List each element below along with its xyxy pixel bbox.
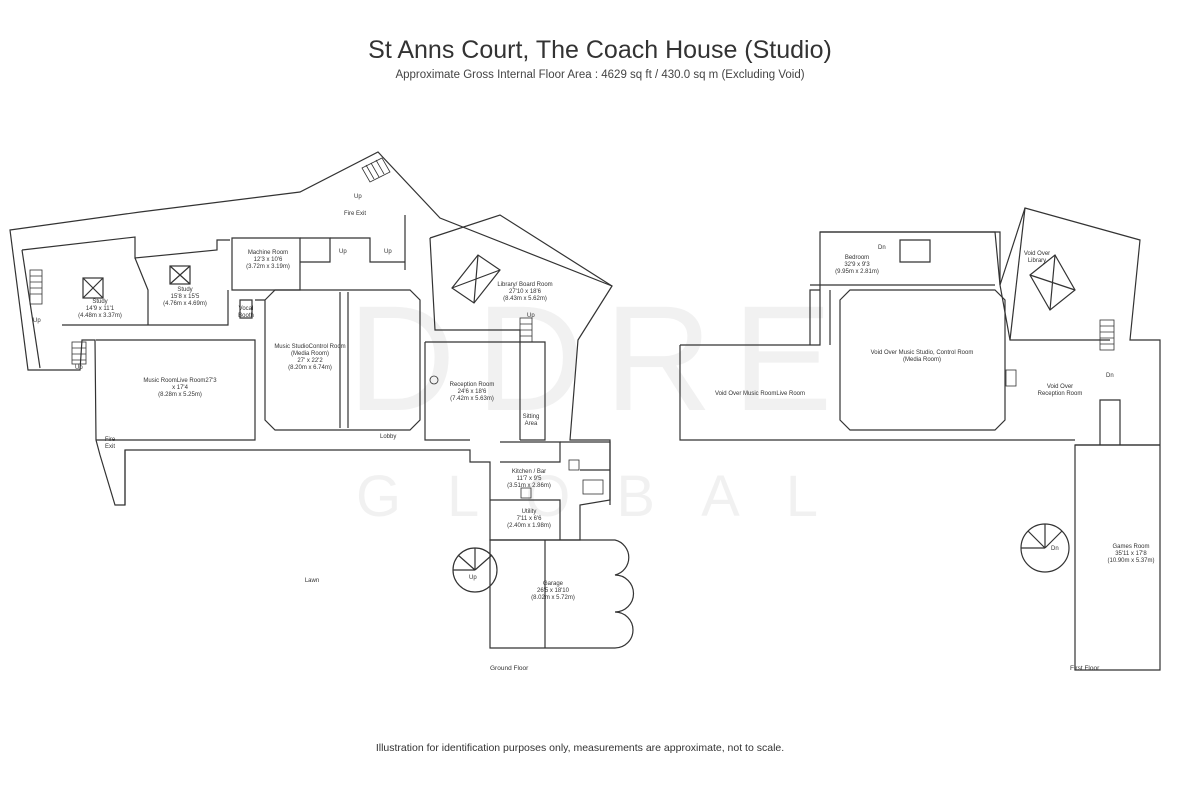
first-floor-plan <box>679 207 1161 671</box>
room-control: Music StudioControl Room(Media Room)27' … <box>274 344 345 371</box>
room-label-line: Sitting <box>523 414 540 420</box>
lobby-label: Lobby <box>380 434 396 440</box>
dn-label: Dn <box>1106 373 1114 379</box>
room-label-line: Fire <box>105 437 116 443</box>
room-label-line: (4.48m x 3.37m) <box>78 313 122 319</box>
room-label-line: 12'3 x 10'6 <box>254 257 283 263</box>
room-label-line: (3.72m x 3.19m) <box>246 264 290 270</box>
room-label-line: Study <box>92 299 107 305</box>
room-label-line: Lawn <box>305 578 319 584</box>
room-label-line: (Media Room) <box>903 357 941 363</box>
up-label: Up <box>75 365 83 371</box>
first-floor-label: First Floor <box>1070 665 1100 672</box>
room-label-line: Music RoomLive Room27'3 <box>143 378 217 384</box>
room-void-studio: Void Over Music Studio, Control Room(Med… <box>871 350 974 363</box>
fire-exit-top-label: Fire Exit <box>344 211 366 217</box>
room-lawn: Lawn <box>305 578 319 584</box>
room-label-line: Machine Room <box>248 250 288 256</box>
garage-outline <box>489 539 635 649</box>
room-label-line: Garage <box>543 581 564 587</box>
room-label-line: x 17'4 <box>172 385 188 391</box>
room-label-line: Reception Room <box>450 382 495 388</box>
room-label-line: Reception Room <box>1038 391 1083 397</box>
room-label-line: 11'7 x 9'5 <box>517 476 543 482</box>
room-label-line: 15'8 x 15'5 <box>171 294 200 300</box>
room-label-line: Library <box>1028 258 1046 264</box>
room-label-line: (8.02m x 5.72m) <box>531 595 575 601</box>
room-label-line: 27' x 22'2 <box>297 358 323 364</box>
room-label-line: (4.76m x 4.69m) <box>163 301 207 307</box>
up-label: Up <box>527 313 535 319</box>
up-label: Up <box>354 194 362 200</box>
room-label-line: Music StudioControl Room <box>274 344 345 350</box>
room-label-line: 32'9 x 9'3 <box>844 262 870 268</box>
room-label-line: (10.90m x 5.37m) <box>1107 558 1154 564</box>
ground-floor-plan <box>9 151 635 649</box>
room-void-live: Void Over Music RoomLive Room <box>715 391 805 397</box>
room-label-line: 26'5 x 18'10 <box>537 588 570 594</box>
dn-label: Dn <box>1051 546 1059 552</box>
room-label-line: (8.28m x 5.25m) <box>158 392 202 398</box>
room-label-line: (2.40m x 1.98m) <box>507 523 551 529</box>
room-label-line: Area <box>525 421 538 427</box>
plan-title: St Anns Court, The Coach House (Studio) <box>368 36 832 64</box>
room-label-line: Bedroom <box>845 255 869 261</box>
room-label-line: Exit <box>105 444 115 450</box>
room-label-line: (8.20m x 6.74m) <box>288 365 332 371</box>
up-label: Up <box>469 575 477 581</box>
room-label-line: Booth <box>238 313 254 319</box>
room-label-line: Utility <box>522 509 537 515</box>
room-label-line: 24'6 x 18'6 <box>458 389 487 395</box>
room-label-line: Study <box>177 287 192 293</box>
watermark: DDRE GLOBAL <box>347 274 864 529</box>
room-label-line: 14'9 x 11'1 <box>86 306 115 312</box>
dn-label: Dn <box>878 245 886 251</box>
room-label-line: Library/ Board Room <box>497 282 552 288</box>
up-label: Up <box>33 318 41 324</box>
room-label-line: 27'10 x 18'6 <box>509 289 542 295</box>
room-label-line: Void Over <box>1047 384 1073 390</box>
room-label-line: (Media Room) <box>291 351 329 357</box>
room-label-line: 7'11 x 6'6 <box>517 516 543 522</box>
room-label-line: Void Over Music Studio, Control Room <box>871 350 974 356</box>
watermark-bottom: GLOBAL <box>356 464 864 529</box>
room-label-line: Void Over Music RoomLive Room <box>715 391 805 397</box>
room-label-line: (8.43m x 5.62m) <box>503 296 547 302</box>
disclaimer-footer: Illustration for identification purposes… <box>375 742 785 754</box>
room-label-line: (3.51m x 2.86m) <box>507 483 551 489</box>
up-label: Up <box>339 249 347 255</box>
room-label-line: (9.95m x 2.81m) <box>835 269 879 275</box>
ground-floor-label: Ground Floor <box>490 665 529 672</box>
up-label: Up <box>384 249 392 255</box>
room-label-line: Games Room <box>1112 544 1149 550</box>
room-label-line: Kitchen / Bar <box>512 469 546 475</box>
room-label-line: 35'11 x 17'8 <box>1115 551 1147 557</box>
watermark-top: DDRE <box>347 274 852 442</box>
left-wing-outline <box>9 151 613 541</box>
floor-area-subtitle: Approximate Gross Internal Floor Area : … <box>395 69 805 81</box>
room-label-line: Vocal <box>239 306 254 312</box>
room-label-line: Void Over <box>1024 251 1050 257</box>
room-label-line: (7.42m x 5.63m) <box>450 396 494 402</box>
